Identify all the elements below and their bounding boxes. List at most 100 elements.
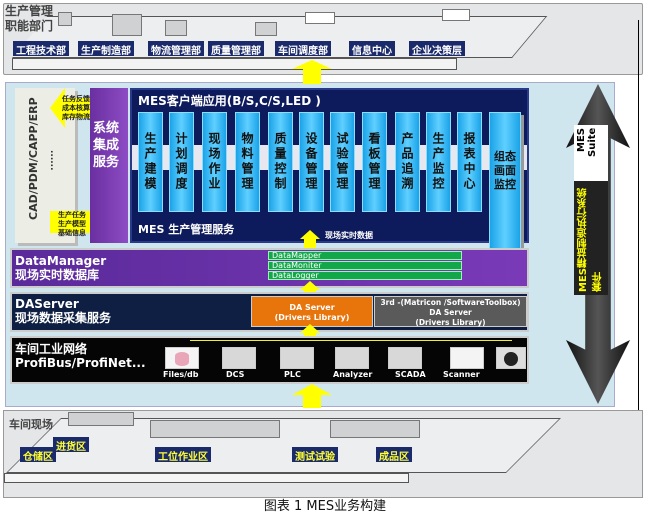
- building: [165, 20, 187, 36]
- datamoniter: DataMoniter: [268, 261, 462, 270]
- mes-suite-cn: MES精益制造执行系统套件: [574, 180, 608, 295]
- client-title: MES客户端应用(B/S,C/S,LED ): [138, 94, 321, 108]
- zone-finished: 成品区: [376, 447, 412, 463]
- mes-suite-label: MES Suite MES精益制造执行系统套件: [574, 125, 608, 295]
- dept-decision: 企业决策层: [409, 41, 465, 57]
- title-line2: 职能部门: [5, 19, 54, 33]
- daserver-subtitle: 现场数据采集服务: [15, 311, 112, 325]
- up-arrow: [304, 238, 316, 250]
- dept-manufacturing: 生产制造部: [78, 41, 134, 57]
- platform-slab: [12, 58, 457, 70]
- task-labels: 生产任务生产模型基础信息: [58, 211, 86, 238]
- chart-screen: [442, 9, 470, 21]
- bus-line: [190, 340, 512, 341]
- up-arrow: [303, 69, 321, 84]
- dept-engineering: 工程技术部: [13, 41, 69, 57]
- third-da-vendor: 3rd -(Matricon /SoftwareToolbox): [380, 298, 521, 307]
- task-item: 生产任务: [58, 211, 86, 219]
- module-monitoring: 生产监控: [426, 112, 451, 212]
- device-label: DCS: [226, 370, 245, 379]
- zone-workstation: 工位作业区: [155, 447, 211, 463]
- feedback-labels: 任务反馈成本核算库存物流: [62, 95, 90, 122]
- realtime-label: 现场实时数据: [325, 231, 373, 240]
- building: [112, 14, 142, 36]
- module-shopfloor: 现场作业: [202, 112, 227, 212]
- ellipsis: ......: [48, 150, 58, 171]
- device-scada: [388, 347, 422, 369]
- device-label: SCADA: [395, 370, 426, 379]
- module-reports: 报表中心: [457, 112, 482, 212]
- up-arrow-head: [292, 384, 332, 395]
- external-systems-label: CAD/PDM/CAPP/ERP: [27, 97, 40, 220]
- own-da-label: DA Server: [289, 303, 335, 312]
- device-label: Analyzer: [333, 370, 373, 379]
- integration-box: [90, 88, 128, 243]
- device-plc: [280, 347, 314, 369]
- module-scheduling: 计划调度: [169, 112, 194, 212]
- daserver-name: DAServer: [15, 297, 79, 311]
- device-files-db: [165, 347, 199, 369]
- device-scanner: [450, 347, 484, 369]
- module-quality: 质量控制: [268, 112, 293, 212]
- floor-deck: [6, 418, 561, 473]
- datamanager-name: DataManager: [15, 254, 107, 268]
- dept-logistics: 物流管理部: [148, 41, 204, 57]
- zone-storage: 仓储区: [20, 447, 56, 463]
- up-arrow-head: [292, 60, 332, 69]
- floor-slab: [4, 473, 409, 483]
- device-label: Files/db: [163, 370, 199, 379]
- figure-caption: 图表 1 MES业务构建: [263, 499, 387, 514]
- config-monitor-label: 组态画面监控: [494, 150, 516, 191]
- zone-receiving: 进货区: [53, 437, 89, 453]
- feedback-item: 库存物流: [62, 113, 90, 121]
- title-line1: 生产管理: [5, 4, 54, 18]
- zone-testing: 测试试验: [292, 447, 338, 463]
- building: [255, 22, 277, 36]
- third-party-da-server: 3rd -(Matricon /SoftwareToolbox)DA Serve…: [374, 296, 527, 327]
- task-item: 生产模型: [58, 220, 86, 228]
- management-title: 生产管理职能部门: [5, 4, 53, 34]
- module-equipment: 设备管理: [299, 112, 324, 212]
- up-arrow-head: [300, 281, 320, 290]
- integration-label: 系统集成服务: [93, 121, 120, 170]
- datalogger: DataLogger: [268, 271, 462, 280]
- up-arrow-head: [300, 324, 320, 333]
- network-subtitle: ProfiBus/ProfiNet...: [15, 356, 146, 370]
- up-arrow: [303, 394, 321, 408]
- datamanager-subtitle: 现场实时数据库: [15, 268, 100, 282]
- dept-quality: 质量管理部: [208, 41, 264, 57]
- module-testing: 试验管理: [330, 112, 355, 212]
- module-modeling: 生产建模: [138, 112, 163, 212]
- task-item: 基础信息: [58, 229, 86, 237]
- building: [58, 12, 72, 26]
- feedback-item: 任务反馈: [62, 95, 90, 103]
- device-camera: [496, 347, 526, 369]
- network-name: 车间工业网络: [15, 342, 88, 356]
- third-da-sub: (Drivers Library): [415, 318, 486, 327]
- network-band: [10, 336, 529, 384]
- floor-title: 车间现场: [9, 418, 53, 431]
- dept-info-center: 信息中心: [349, 41, 395, 57]
- device-dcs: [222, 347, 256, 369]
- third-da-label: DA Server: [429, 308, 472, 317]
- dept-scheduling: 车间调度部: [275, 41, 331, 57]
- mes-suite-en: MES Suite: [574, 125, 608, 181]
- workstation: [150, 420, 280, 438]
- test-bench: [330, 420, 420, 438]
- datamapper: DataMapper: [268, 251, 462, 260]
- device-label: Scanner: [443, 370, 480, 379]
- device-label: PLC: [284, 370, 301, 379]
- frame-line: [638, 20, 639, 410]
- feedback-item: 成本核算: [62, 104, 90, 112]
- own-da-sub: (Drivers Library): [274, 313, 350, 322]
- device-analyzer: [335, 347, 369, 369]
- module-material: 物料管理: [235, 112, 260, 212]
- warehouse-racks: [68, 412, 134, 426]
- up-arrow-head: [300, 230, 320, 239]
- service-title: MES 生产管理服务: [138, 223, 235, 236]
- module-traceability: 产品追溯: [395, 112, 420, 212]
- module-kanban: 看板管理: [362, 112, 387, 212]
- own-da-server: DA Server(Drivers Library): [251, 296, 373, 327]
